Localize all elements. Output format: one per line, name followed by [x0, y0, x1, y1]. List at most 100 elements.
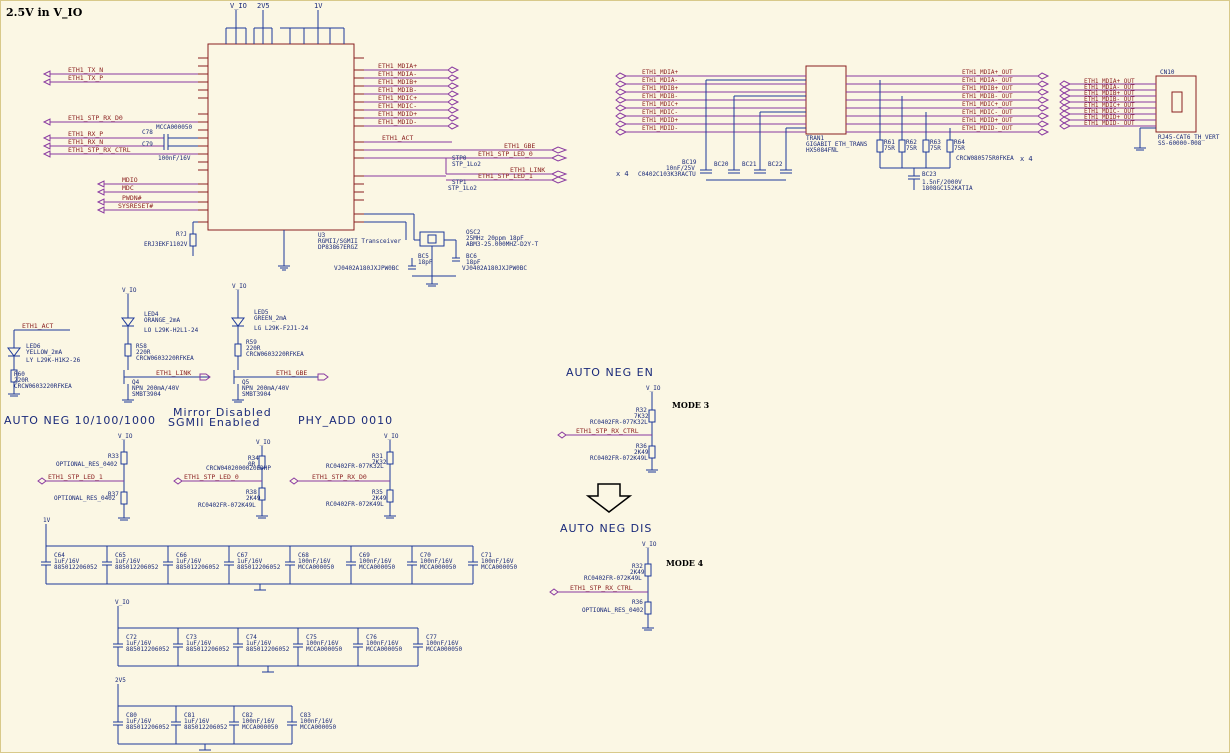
cap-part: 885012206052	[246, 646, 290, 653]
cap-ref: C65	[115, 552, 126, 559]
cap-part: 885012206052	[186, 646, 230, 653]
q4-desc: NPN 200mA/40V	[132, 385, 179, 392]
net-act-led: ETH1_ACT	[22, 322, 53, 330]
net-stp-led1-phy: ETH1_STP_LED_1	[478, 172, 533, 180]
tran-in-2: ETH1_MDIB+	[642, 85, 679, 92]
cap-value: 1uF/16V	[237, 558, 263, 565]
note-mirror: Mirror Disabled	[173, 406, 272, 419]
osc-val: 25MHz 20ppm 18pF	[466, 235, 524, 242]
cap-row-rail-label: 2V5	[115, 677, 126, 684]
q5-desc: NPN 200mA/40V	[242, 385, 289, 392]
tran-out-3: ETH1_MDIB-_OUT	[962, 93, 1013, 100]
tran-out-6: ETH1_MDID+_OUT	[962, 117, 1013, 124]
cap-ref: C71	[481, 552, 492, 559]
page-title: 2.5V in V_IO	[6, 6, 83, 19]
r34-val: 0R	[248, 461, 256, 468]
phy-mdi-nets	[364, 66, 460, 130]
r31-ref: R31	[372, 453, 383, 460]
bc6-part: VJ0402A180JXJPW0BC	[462, 265, 527, 272]
cap-value: 1uF/16V	[186, 640, 212, 647]
cap-value: 1uF/16V	[126, 718, 152, 725]
r36-ref: R36	[636, 443, 647, 450]
net-tx-p: ETH1_TX_P	[68, 74, 103, 82]
cap-c78-ref: C78	[142, 129, 153, 136]
phy-desc: RGMII/SGMII Transceiver	[318, 238, 401, 245]
cap-row-rail-label: V_IO	[115, 599, 130, 606]
q4-ref: Q4	[132, 379, 140, 386]
cap-ref: C68	[298, 552, 309, 559]
rail-vio-r32: V_IO	[646, 385, 661, 392]
r36-part: RC0402FR-072K49L	[590, 455, 648, 462]
strap-sgmii: V_IO R34 0R CRCW04020000Z0EDHP ETH1_STP_…	[173, 439, 271, 519]
tran-out-2: ETH1_MDIB+_OUT	[962, 85, 1013, 92]
rail-vio-r33: V_IO	[118, 433, 133, 440]
led5-color: GREEN_2mA	[254, 315, 287, 322]
r38-val: 2K49	[246, 495, 261, 502]
r36b-part: OPTIONAL_RES_0402	[582, 607, 644, 614]
net-act-phy: ETH1_ACT	[382, 134, 413, 142]
r37-ref: R37	[108, 491, 119, 498]
r33-opt: OPTIONAL_RES_0402	[56, 461, 118, 468]
net-mdid-n: ETH1_MDID-	[378, 118, 417, 126]
r63-ref: R63	[930, 139, 941, 146]
r63-val: 75R	[930, 145, 941, 152]
led5-circuit: V_IO LED5 GREEN_2mA LG L29K-F2J1-24 R59 …	[231, 283, 329, 403]
phy-u3: V_IO 2V5 1V	[198, 2, 401, 271]
net-stp-rx-ctrl-m3: ETH1_STP_RX_CTRL	[576, 427, 639, 435]
r58-val: 220R	[136, 349, 151, 356]
cap-value: 100nF/16V	[306, 640, 339, 647]
cn10-desc: RJ45-CAT6_TH_VERT	[1158, 134, 1220, 141]
cap-ref: C83	[300, 712, 311, 719]
r64-val: 75R	[954, 145, 965, 152]
cap-part: MCCA000050	[481, 564, 518, 571]
bc23-part: 1808GC152KATIA	[922, 185, 973, 192]
r35-ref: R35	[372, 489, 383, 496]
phy-left-nets	[42, 70, 198, 214]
phy-cap-val: 100nF/16V	[158, 155, 191, 162]
r60-part: CRCW0603220RFKEA	[14, 383, 72, 390]
tran-out-1: ETH1_MDIA-_OUT	[962, 77, 1013, 84]
net-mdic-n: ETH1_MDIC-	[378, 102, 417, 110]
r59-val: 220R	[246, 345, 261, 352]
cn10-part: SS-60000-008	[1158, 140, 1202, 147]
cap-ref: C70	[420, 552, 431, 559]
led4-color: ORANGE_2mA	[144, 317, 181, 324]
cap-ref: C75	[306, 634, 317, 641]
cap-value: 1uF/16V	[176, 558, 202, 565]
cap-part: MCCA000050	[298, 564, 335, 571]
cap-value: 1uF/16V	[126, 640, 152, 647]
osc-part: ABM3-25.000MHZ-D2Y-T	[466, 241, 539, 248]
cap-row-rail-label: 1V	[43, 517, 51, 524]
net-gbe-phy: ETH1_GBE	[504, 142, 535, 150]
tran-out-4: ETH1_MDIC+_OUT	[962, 101, 1013, 108]
cap-ref: C73	[186, 634, 197, 641]
tran-in-5: ETH1_MDIC-	[642, 109, 678, 116]
cn10-net-2: ETH1_MDIB+_OUT	[1084, 90, 1135, 97]
net-gbe-led: ETH1_GBE	[276, 369, 307, 377]
tran-in-0: ETH1_MDIA+	[642, 69, 679, 76]
r37-opt: OPTIONAL_RES_0402	[54, 495, 116, 502]
note-auto-neg-en: AUTO NEG EN	[566, 366, 654, 379]
cap-value: 100nF/16V	[298, 558, 331, 565]
net-stp-rx-d0: ETH1_STP_RX_D0	[68, 114, 123, 122]
q4-part: SMBT3904	[132, 391, 161, 398]
led6-part: LY L29K-H1K2-26	[26, 357, 81, 364]
tran-in-1: ETH1_MDIA-	[642, 77, 678, 84]
tran-out-0: ETH1_MDIA+_OUT	[962, 69, 1013, 76]
cap-part: MCCA000050	[306, 646, 343, 653]
tran-in-3: ETH1_MDIB-	[642, 93, 678, 100]
mode-4-label: MODE 4	[666, 558, 704, 568]
q5-part: SMBT3904	[242, 391, 271, 398]
stp0-val: STP_1Lo2	[452, 161, 481, 168]
tran-in-4: ETH1_MDIC+	[642, 101, 679, 108]
cap-part: 885012206052	[115, 564, 159, 571]
led6-color: YELLOW_2mA	[26, 349, 63, 356]
r38-ref: R38	[246, 489, 257, 496]
cap-value: 1uF/16V	[184, 718, 210, 725]
net-stp-led-phy: ETH1_STP_LED_0	[478, 150, 533, 158]
rail-vio-led4: V_IO	[122, 287, 137, 294]
cap-ref: C80	[126, 712, 137, 719]
net-mdic-p: ETH1_MDIC+	[378, 94, 417, 102]
r35-val: 2K49	[372, 495, 387, 502]
cn10-net-3: ETH1_MDIB-_OUT	[1084, 96, 1135, 103]
